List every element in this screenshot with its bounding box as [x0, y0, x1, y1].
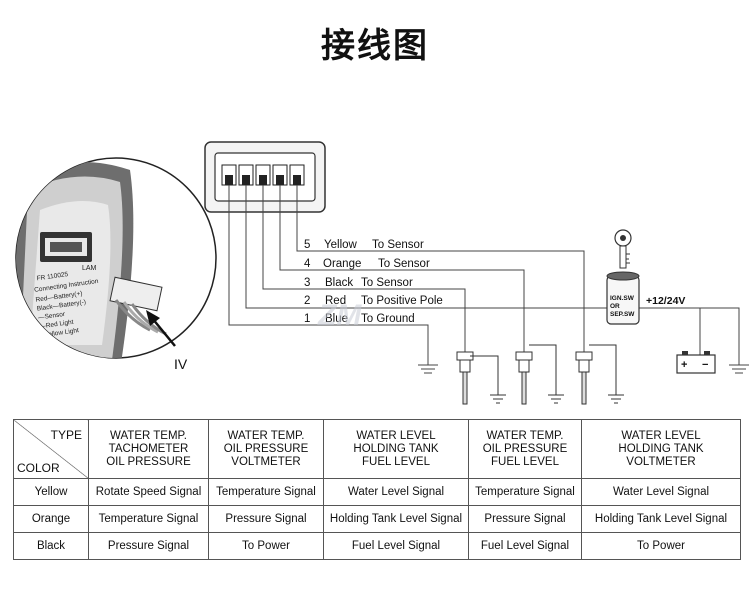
- wire-5-dest: To Sensor: [372, 239, 424, 251]
- voltage-label: +12/24V: [646, 295, 685, 307]
- sensor-2: [515, 344, 564, 405]
- gauge-lamp-label: LAM: [82, 265, 97, 272]
- wire-2-dest: To Positive Pole: [361, 295, 443, 307]
- connector-label: IV: [174, 356, 188, 372]
- wire-5-num: 5: [304, 239, 310, 251]
- ignition-switch: IGN.SW OR SEP.SW: [606, 229, 640, 325]
- wire-1-num: 1: [304, 313, 310, 325]
- connector-block: [204, 141, 326, 213]
- wire-3-color: Black: [325, 277, 353, 289]
- gauge-line-5: Yellow Light: [44, 327, 79, 339]
- table-cell: To Power: [581, 532, 741, 560]
- table-cell: Temperature Signal: [468, 478, 582, 506]
- sensor-3: [575, 344, 624, 405]
- battery-plus: +: [681, 359, 687, 371]
- wire-3-num: 3: [304, 277, 310, 289]
- table-row: Yellow Rotate Speed Signal Temperature S…: [13, 478, 741, 506]
- table-cell: Holding Tank Level Signal: [323, 505, 469, 533]
- table-cell: Water Level Signal: [581, 478, 741, 506]
- row-color-cell: Yellow: [13, 478, 89, 506]
- sensor-1: [456, 351, 506, 405]
- table-cell: Water Level Signal: [323, 478, 469, 506]
- wire-3-dest: To Sensor: [361, 277, 413, 289]
- gauge-zoom-lens: FR 110025 Connecting Instruction Red—Bat…: [15, 157, 217, 372]
- switch-label-3: SEP.SW: [610, 311, 635, 318]
- table-cell: Temperature Signal: [88, 505, 209, 533]
- switch-label-2: OR: [610, 303, 620, 310]
- wire-2-color: Red: [325, 295, 346, 307]
- corner-type-label: TYPE: [50, 428, 82, 442]
- table-cell: Rotate Speed Signal: [88, 478, 209, 506]
- table-cell: Temperature Signal: [208, 478, 324, 506]
- gauge-part-no: FR 110025: [36, 271, 69, 282]
- table-cell: Pressure Signal: [208, 505, 324, 533]
- table-corner-cell: TYPE COLOR: [13, 419, 89, 479]
- wire-lines: [228, 185, 701, 365]
- battery-minus: −: [702, 359, 708, 371]
- wire-4-color: Orange: [323, 258, 361, 270]
- battery: + −: [676, 307, 749, 374]
- table-cell: Pressure Signal: [468, 505, 582, 533]
- wiring-diagram: FR 110025 Connecting Instruction Red—Bat…: [15, 141, 749, 405]
- table-cell: Fuel Level Signal: [468, 532, 582, 560]
- table-cell: Pressure Signal: [88, 532, 209, 560]
- switch-label-1: IGN.SW: [610, 295, 635, 302]
- table-cell: To Power: [208, 532, 324, 560]
- ground-symbol: [418, 364, 438, 374]
- table-row: Orange Temperature Signal Pressure Signa…: [13, 505, 741, 533]
- gauge-line-4: —Red Light: [39, 319, 74, 331]
- wire-1-color: Blue: [325, 313, 348, 325]
- table-cell: Holding Tank Level Signal: [581, 505, 741, 533]
- row-color-cell: Orange: [13, 505, 89, 533]
- page-title: 接线图: [321, 26, 429, 66]
- wire-4-dest: To Sensor: [378, 258, 430, 270]
- wire-5-color: Yellow: [324, 239, 358, 251]
- row-color-cell: Black: [13, 532, 89, 560]
- wire-1-dest: To Ground: [361, 313, 415, 325]
- wire-2-num: 2: [304, 295, 310, 307]
- table-cell: Fuel Level Signal: [323, 532, 469, 560]
- wire-4-num: 4: [304, 258, 311, 270]
- gauge-line-3: —Sensor: [38, 311, 67, 322]
- watermark: ZM: [317, 299, 362, 332]
- corner-color-label: COLOR: [17, 461, 60, 475]
- table-row: Black Pressure Signal To Power Fuel Leve…: [13, 532, 741, 560]
